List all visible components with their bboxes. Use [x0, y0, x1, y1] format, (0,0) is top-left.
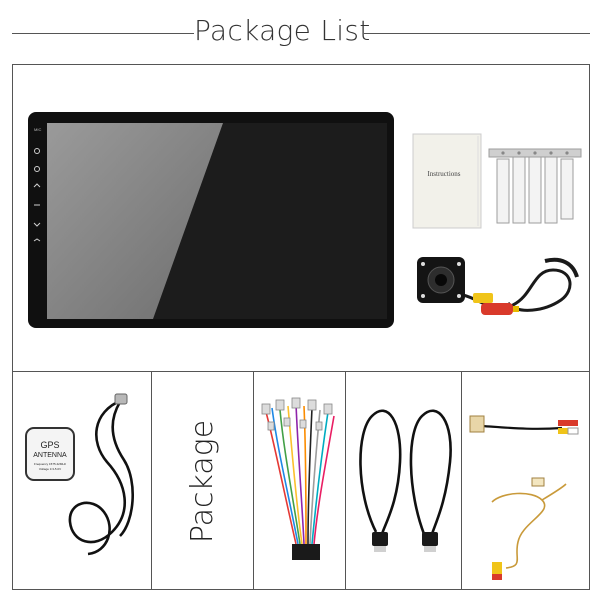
row-divider [12, 371, 590, 372]
top-panel: MIC [28, 112, 582, 328]
gps-antenna-label-line1: GPS [40, 440, 60, 450]
head-unit-image: MIC [28, 112, 394, 328]
mounting-brackets-image [488, 148, 582, 224]
package-text: Package [185, 419, 221, 543]
gps-antenna-cell: GPS ANTENNA Frequency 1575.42MHz Voltage… [12, 372, 152, 590]
gps-antenna-fine-print-1: Frequency 1575.42MHz [33, 462, 67, 466]
instruction-manual-image [412, 133, 482, 229]
av-cables-cell [462, 372, 590, 590]
gps-antenna-label-line2: ANTENNA [33, 452, 67, 459]
wiring-harness-image [261, 397, 335, 560]
header-rule-left [12, 33, 194, 34]
av-cables-image [469, 415, 579, 580]
package-label: Package [152, 372, 254, 590]
reverse-camera-image [417, 257, 579, 315]
header: Package List [0, 0, 600, 64]
package-frame [12, 64, 590, 590]
page-title: Package List [194, 14, 371, 47]
wiring-harness-cell [254, 372, 346, 590]
package-label-cell [152, 372, 254, 590]
header-rule-right [364, 33, 590, 34]
usb-cables-cell [346, 372, 462, 590]
instructions-label: Instructions [427, 170, 461, 178]
head-unit-buttons [33, 148, 41, 242]
gps-antenna-fine-print-2: Voltage 3.3-5.0V [38, 467, 62, 471]
gps-antenna-image [25, 393, 134, 556]
usb-cables-image [359, 409, 452, 552]
svg-text:MIC: MIC [34, 127, 41, 132]
